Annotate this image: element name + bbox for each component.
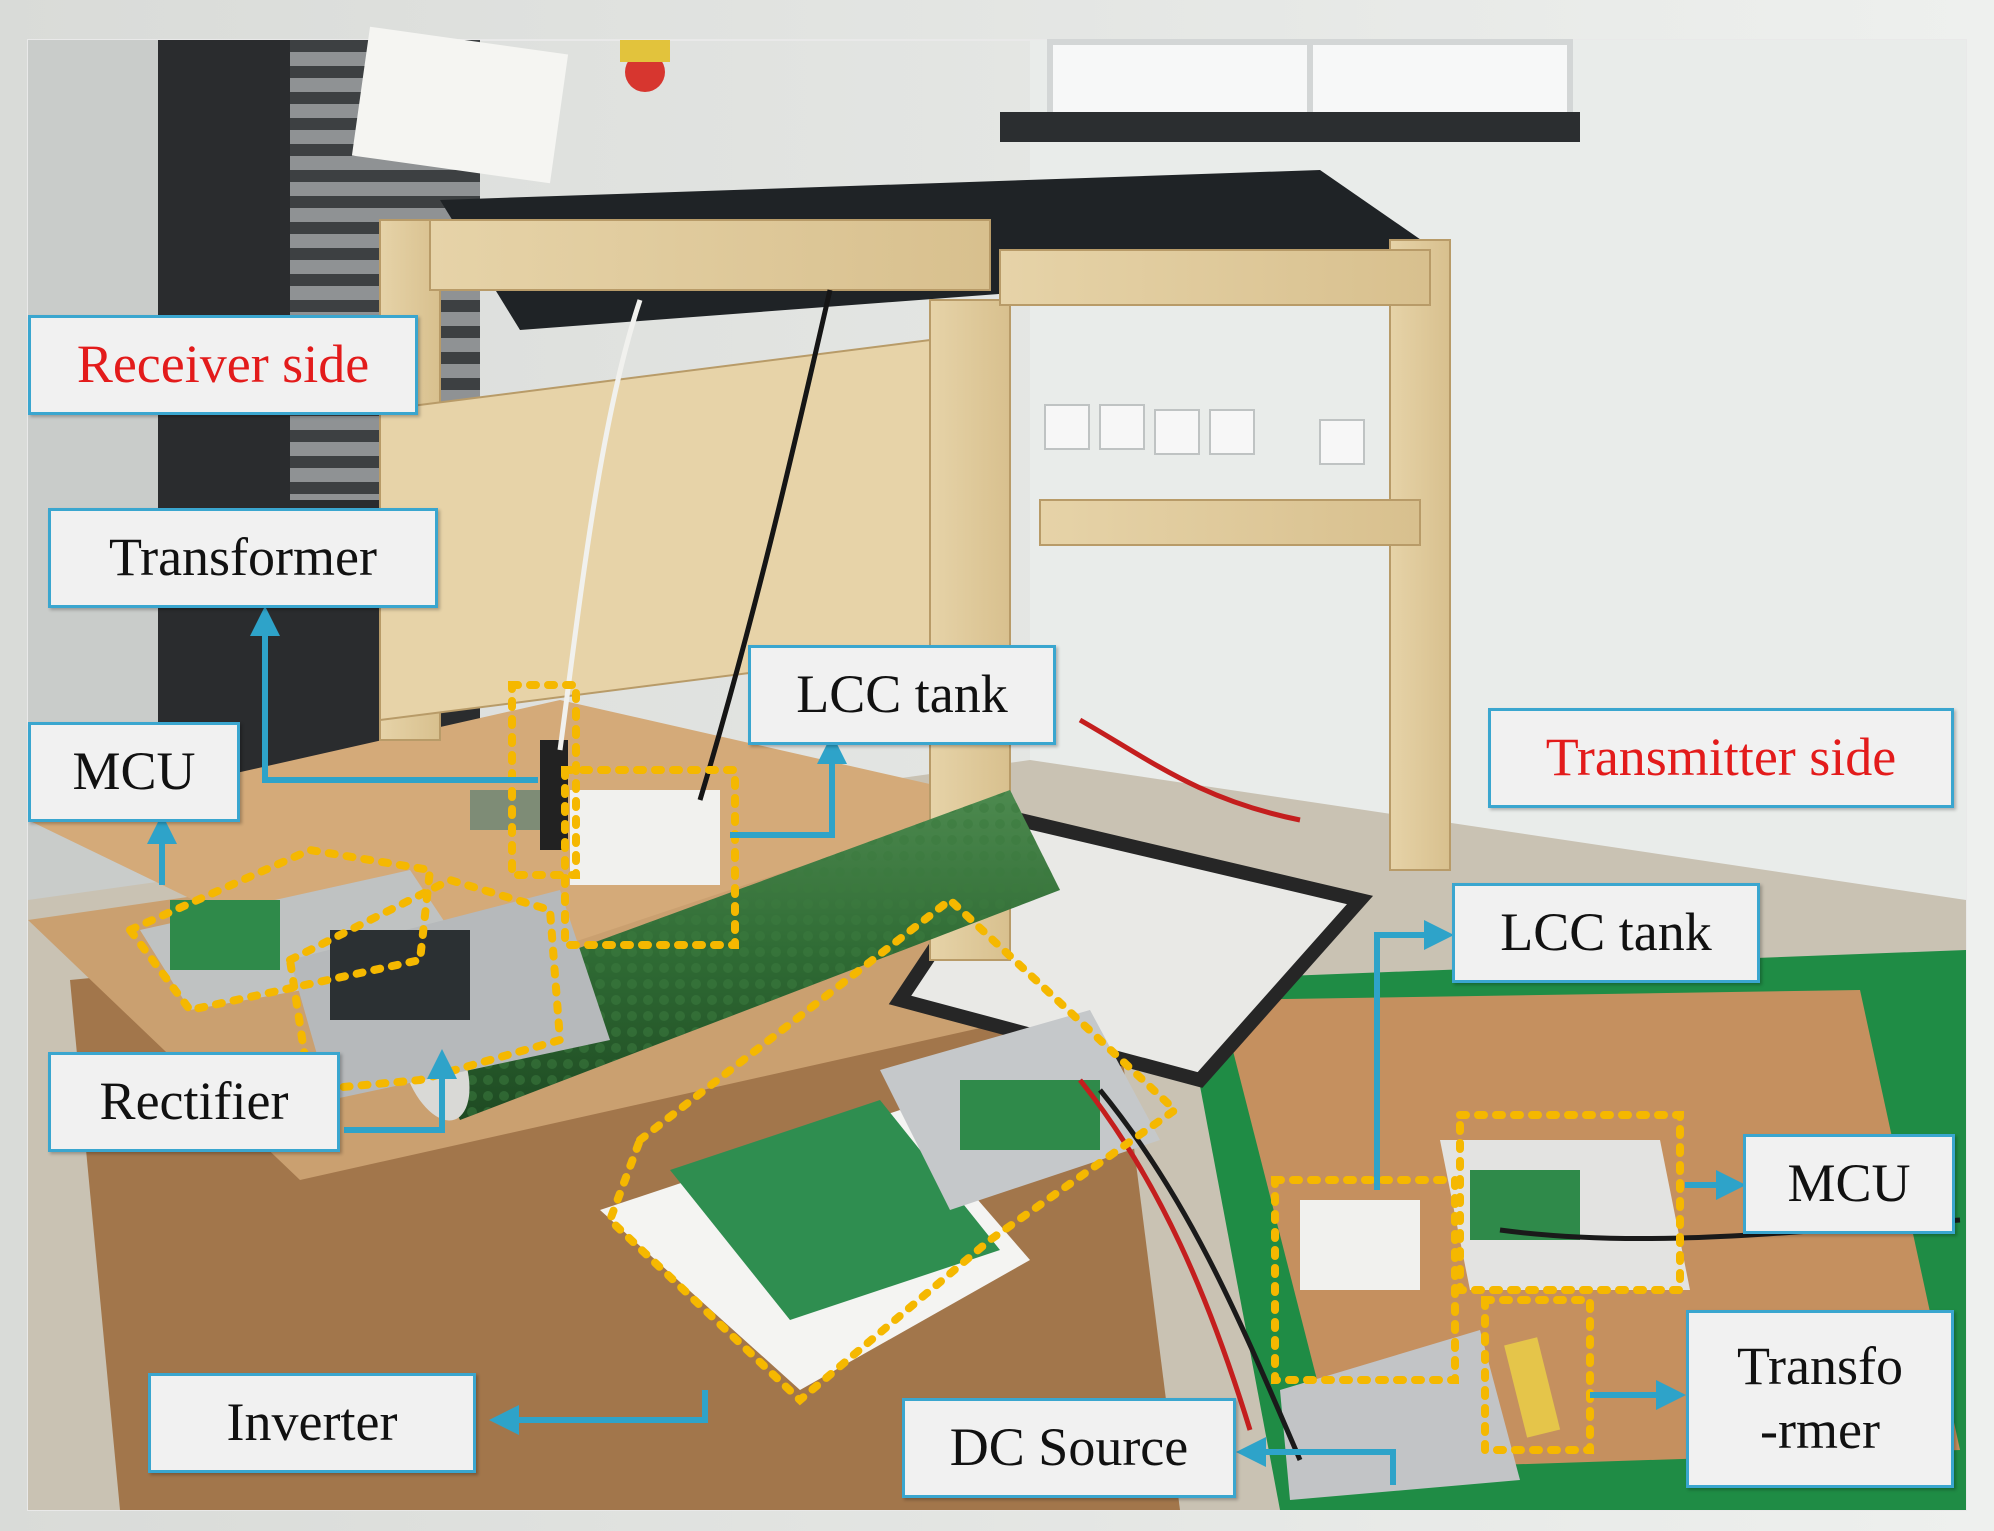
mcu-rx-label: MCU [28, 722, 240, 822]
wall-sockets [1044, 404, 1365, 465]
dc-source-box [1280, 1330, 1520, 1500]
transformer-tx-line1: Transfo [1736, 1336, 1904, 1397]
receiver-side-label: Receiver side [28, 315, 418, 415]
arrow-lcc-rx [730, 734, 847, 838]
cables [557, 289, 1961, 1461]
inverter-heatsink [880, 1010, 1160, 1210]
transformer-tx-label: Transfo -rmer [1686, 1310, 1954, 1488]
highlight-rx-mcu [123, 845, 435, 1015]
mcu-tx-label: MCU [1743, 1134, 1955, 1234]
arrow-rectifier [344, 1049, 457, 1133]
arrow-transformer-rx [250, 606, 538, 783]
tx-mcu-board [1440, 1140, 1690, 1290]
highlight-tx-transformer [1481, 1296, 1594, 1454]
rx-mcu-board [140, 870, 470, 1010]
lcc-tank-rx-label: LCC tank [748, 645, 1056, 745]
rx-rectifier-board [290, 890, 610, 1100]
inverter-box [600, 1100, 1030, 1390]
arrow-inverter [489, 1390, 708, 1435]
tx-lcc-board [1300, 1200, 1420, 1290]
transmitter-side-label: Transmitter side [1488, 708, 1954, 808]
tx-transformer [1504, 1337, 1561, 1438]
highlight-tx-lcc [1271, 1176, 1459, 1384]
highlight-tx-mcu [1456, 1111, 1684, 1294]
highlight-inverter [605, 894, 1182, 1406]
arrow-dc-source [1236, 1437, 1396, 1485]
paper-note [351, 26, 569, 184]
rectifier-label: Rectifier [48, 1052, 340, 1152]
callout-arrows [147, 606, 1746, 1485]
transformer-tx-line2: -rmer [1760, 1400, 1880, 1460]
lcc-tank-tx-label: LCC tank [1452, 883, 1760, 983]
dc-source-label: DC Source [902, 1398, 1236, 1498]
wooden-frame [379, 219, 1451, 961]
transformer-rx-label: Transformer [48, 508, 438, 608]
inverter-label: Inverter [148, 1373, 476, 1473]
arrow-lcc-tx [1374, 920, 1454, 1190]
window-sill [1000, 112, 1580, 142]
highlight-boxes [123, 681, 1684, 1454]
highlight-rx-lcc [561, 766, 739, 949]
